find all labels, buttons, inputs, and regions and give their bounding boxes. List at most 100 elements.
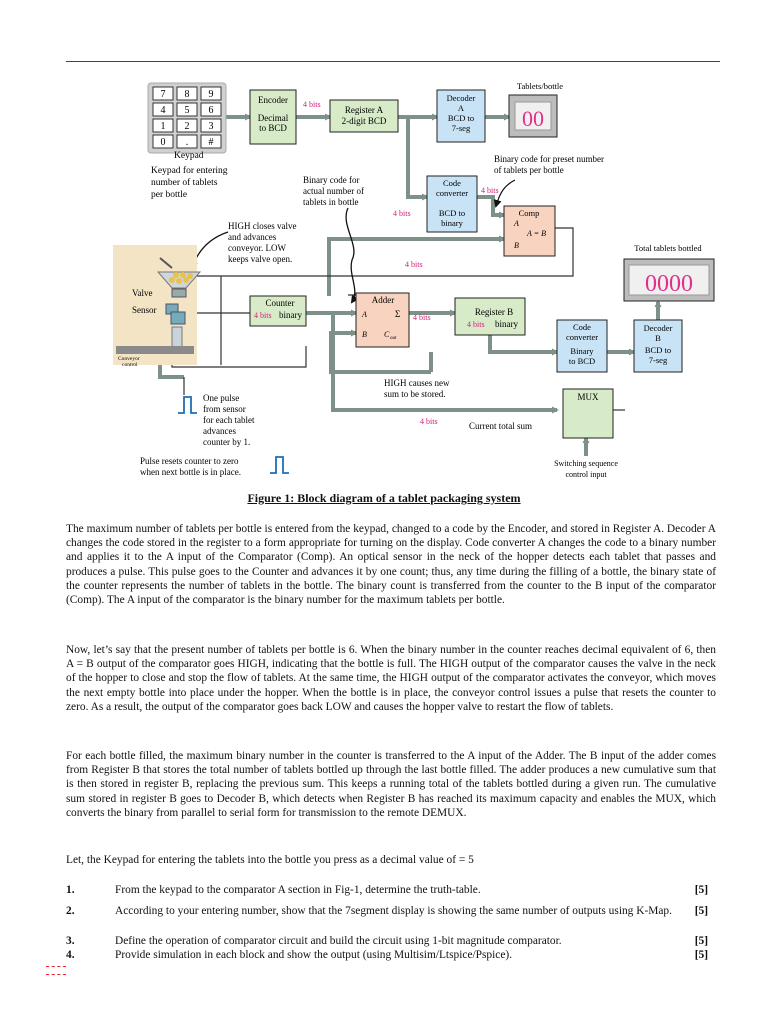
svg-text:Comp: Comp (519, 208, 540, 218)
svg-text:One pulse: One pulse (203, 393, 239, 403)
svg-text:binary: binary (495, 319, 518, 329)
svg-text:number of tablets: number of tablets (151, 177, 218, 188)
switching-note: Switching sequence control input (554, 459, 618, 479)
svg-text:to BCD: to BCD (569, 356, 595, 366)
svg-text:Register B: Register B (475, 307, 513, 317)
valve-label: Valve (132, 288, 153, 298)
svg-text:0000: 0000 (645, 271, 693, 297)
svg-text:conveyor. LOW: conveyor. LOW (228, 243, 286, 253)
keypad-desc: Keypad for entering number of tablets pe… (151, 165, 228, 200)
svg-text:A: A (513, 219, 519, 228)
paragraph-3: For each bottle filled, the maximum bina… (66, 750, 716, 819)
register-b-block: Register B binary (454, 297, 526, 336)
svg-text:4 bits: 4 bits (420, 417, 438, 426)
svg-text:4 bits: 4 bits (405, 260, 423, 269)
display-a: 00 (508, 94, 558, 138)
keypad-key (176, 134, 198, 149)
code-converter-b-block: Code converter Binary to BCD (556, 319, 608, 373)
paragraph-1: The maximum number of tablets per bottle… (66, 523, 716, 607)
svg-text:Code: Code (443, 178, 461, 188)
pulse-icon (178, 396, 197, 414)
svg-text:and advances: and advances (228, 232, 277, 242)
pulse-resets-note: Pulse resets counter to zero when next b… (140, 456, 241, 477)
counter-block: Counter binary (249, 295, 307, 327)
svg-text:Code: Code (573, 322, 591, 332)
total-tablets-label: Total tablets bottled (634, 243, 702, 253)
register-a-block: Register A 2-digit BCD (329, 99, 399, 133)
decoder-a-block: Decoder A BCD to 7-seg (436, 89, 486, 143)
keypad-key (152, 118, 174, 133)
svg-text:Pulse resets counter to zero: Pulse resets counter to zero (140, 456, 239, 466)
svg-text:MUX: MUX (577, 392, 599, 402)
svg-text:to BCD: to BCD (259, 123, 287, 133)
svg-text:binary: binary (279, 310, 302, 320)
svg-text:Conveyor: Conveyor (118, 356, 140, 362)
svg-text:for each tablet: for each tablet (203, 415, 255, 425)
svg-text:control input: control input (565, 470, 607, 479)
decoder-b-block: Decoder B BCD to 7-seg (633, 319, 683, 373)
keypad-key-label: 2 (185, 121, 190, 132)
keypad-key-label: 0 (161, 137, 166, 148)
svg-text:out: out (390, 336, 397, 341)
svg-text:B: B (362, 330, 367, 339)
svg-text:Decoder: Decoder (644, 323, 673, 333)
high-causes-note: HIGH causes new sum to be stored. (384, 378, 450, 399)
svg-text:A = B: A = B (526, 229, 546, 238)
conveyor-label: Conveyor control (118, 356, 140, 368)
hopper-assembly (113, 245, 202, 365)
keypad-key-label: 7 (161, 89, 166, 100)
figure-caption: Figure 1: Block diagram of a tablet pack… (247, 491, 521, 505)
keypad-key-label: 5 (185, 105, 190, 116)
svg-text:BCD to: BCD to (448, 113, 474, 123)
svg-text:Decimal: Decimal (258, 113, 289, 123)
svg-text:Switching sequence: Switching sequence (554, 459, 618, 468)
keypad-key (176, 102, 198, 117)
svg-text:4 bits: 4 bits (413, 313, 431, 322)
paragraph-2: Now, let’s say that the present number o… (66, 644, 716, 713)
svg-text:sum to be stored.: sum to be stored. (384, 389, 446, 399)
comparator-block: Comp A A = B B (503, 205, 556, 257)
svg-text:B: B (655, 333, 661, 343)
svg-text:Σ: Σ (395, 309, 400, 319)
svg-text:Decoder: Decoder (447, 93, 476, 103)
svg-text:HIGH closes valve: HIGH closes valve (228, 221, 296, 231)
keypad-key-label: 4 (161, 105, 166, 116)
svg-text:keeps valve open.: keeps valve open. (228, 254, 292, 264)
preset-note: Binary code for preset number of tablets… (494, 154, 604, 175)
keypad-key (200, 86, 222, 101)
bits-labels: 4 bits 4 bits 4 bits 4 bits 4 bits 4 bit… (254, 100, 499, 426)
encoder-block: Encoder Decimal to BCD (249, 89, 297, 145)
svg-text:actual number of: actual number of (303, 186, 364, 196)
keypad-key-label: 9 (209, 89, 214, 100)
svg-text:C: C (384, 330, 390, 339)
edit-mark (46, 966, 66, 975)
keypad-key (200, 134, 222, 149)
code-converter-a-block: Code converter BCD to binary (426, 175, 478, 233)
keypad-key (200, 102, 222, 117)
svg-text:4 bits: 4 bits (467, 320, 485, 329)
keypad-key-label: 6 (209, 105, 214, 116)
keypad-key (152, 134, 174, 149)
svg-text:HIGH causes new: HIGH causes new (384, 378, 450, 388)
keypad-key (176, 118, 198, 133)
keypad-key (176, 86, 198, 101)
high-closes-note: HIGH closes valve and advances conveyor.… (228, 221, 296, 264)
svg-text:BCD to: BCD to (645, 345, 671, 355)
svg-text:A: A (458, 103, 465, 113)
svg-text:of tablets per bottle: of tablets per bottle (494, 165, 564, 175)
svg-text:Keypad for entering: Keypad for entering (151, 165, 228, 176)
svg-text:per bottle: per bottle (151, 190, 187, 200)
display-b: 0000 (623, 258, 715, 302)
svg-text:Binary code for preset number: Binary code for preset number (494, 154, 604, 164)
svg-text:Binary code for: Binary code for (303, 175, 359, 185)
svg-text:binary: binary (441, 218, 463, 228)
svg-text:Binary: Binary (570, 346, 594, 356)
svg-text:B: B (514, 241, 519, 250)
svg-text:Adder: Adder (372, 295, 395, 305)
svg-text:4 bits: 4 bits (254, 311, 272, 320)
mux-block: MUX (562, 388, 614, 439)
reset-pulse-icon (270, 456, 289, 474)
svg-text:when next bottle is in place.: when next bottle is in place. (140, 467, 241, 477)
